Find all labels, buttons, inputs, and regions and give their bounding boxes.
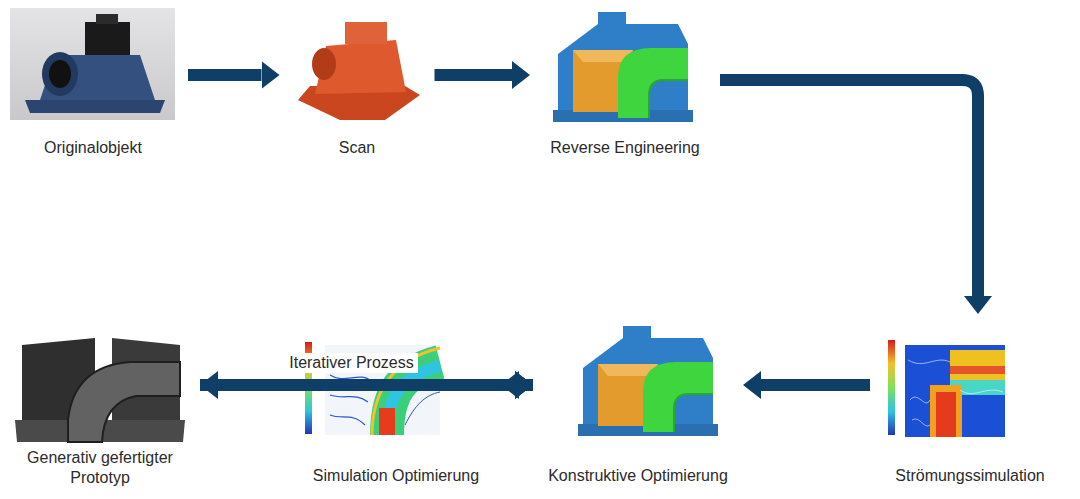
step-caption: Konstruktive Optimierung <box>539 466 737 488</box>
process-step: Konstruktive Optimierung <box>539 315 737 488</box>
photo-ground <box>10 8 175 120</box>
process-step: Reverse Engineering <box>536 8 714 160</box>
step-caption: Simulation Optimierung <box>297 466 495 488</box>
process-step: Simulation Optimierung <box>297 325 495 488</box>
flow-arrow <box>188 69 262 81</box>
flow-zone <box>950 366 1005 374</box>
flow-arrow <box>501 379 515 391</box>
loop-label: Iterativer Prozess <box>285 353 417 373</box>
process-step: Generativ gefertigter Prototyp <box>6 325 194 490</box>
process-step: Originalobjekt <box>4 8 182 160</box>
flow-arrow <box>435 69 513 81</box>
step-caption: Scan <box>286 138 429 160</box>
step-caption: Generativ gefertigter Prototyp <box>6 448 194 490</box>
flow-simulation <box>888 340 1005 437</box>
step-caption: Strömungssimulation <box>876 466 1064 488</box>
streamlines <box>405 392 440 425</box>
flow-arrow <box>519 379 533 391</box>
step-caption: Originalobjekt <box>4 138 182 160</box>
streamlines <box>908 360 1003 426</box>
prototype-channel <box>68 362 180 442</box>
flow-arrow <box>720 80 978 296</box>
process-step: Strömungssimulation <box>876 320 1064 488</box>
flow-arrow <box>200 379 515 391</box>
scan-model <box>298 22 420 120</box>
scan-port <box>312 48 336 80</box>
housing-bore <box>49 60 71 88</box>
housing-flange <box>25 100 165 113</box>
flow-arrow <box>761 379 870 391</box>
flow-field <box>905 345 1005 437</box>
flow-zone <box>936 392 956 437</box>
step-caption: Reverse Engineering <box>536 138 714 160</box>
housing-cap <box>96 14 118 24</box>
scan-block <box>345 22 387 44</box>
flow-zone <box>930 385 962 437</box>
housing-block <box>85 22 130 55</box>
process-step: Scan <box>286 8 429 160</box>
housing-port <box>42 52 78 96</box>
flow-zone <box>950 350 1005 380</box>
cad-model <box>553 12 693 122</box>
photo-original <box>10 8 175 120</box>
cad-model <box>578 326 718 436</box>
color-bar <box>888 340 895 435</box>
printed-prototype <box>15 338 185 442</box>
flow-zone <box>379 408 395 435</box>
